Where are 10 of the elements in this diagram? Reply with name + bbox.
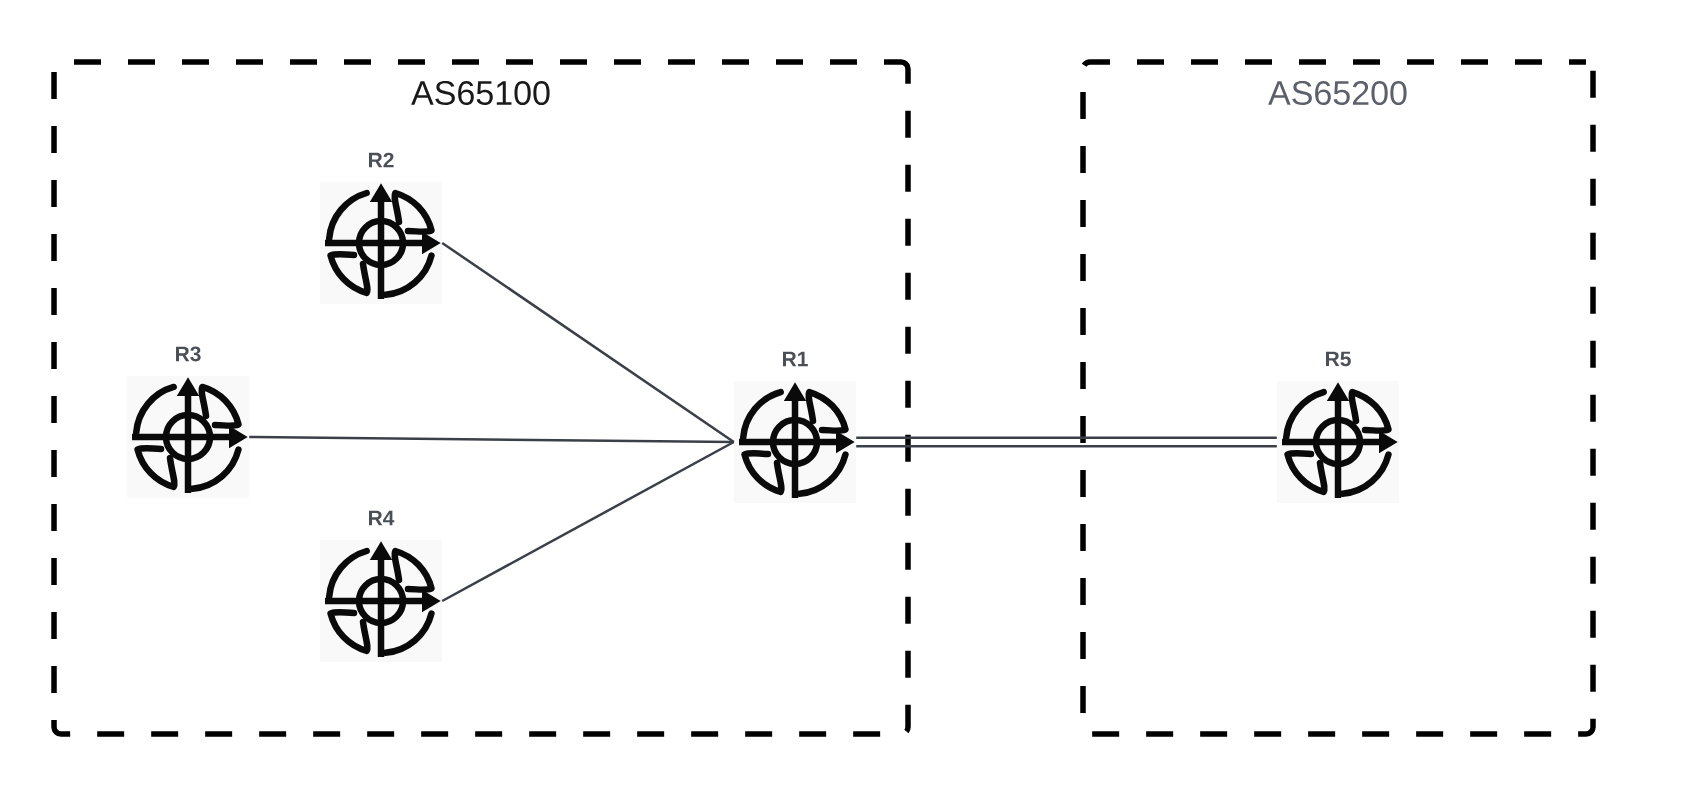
- router-label: R4: [369, 510, 395, 526]
- router-label: R5: [1326, 351, 1351, 367]
- link-line: [249, 435, 734, 444]
- router-label: R3: [176, 346, 201, 362]
- router-label: R1: [783, 351, 808, 367]
- link-line: [441, 440, 735, 603]
- link-line: [856, 444, 1277, 448]
- router-label: R2: [369, 152, 394, 168]
- link-line: [441, 241, 735, 443]
- link-line: [856, 436, 1277, 440]
